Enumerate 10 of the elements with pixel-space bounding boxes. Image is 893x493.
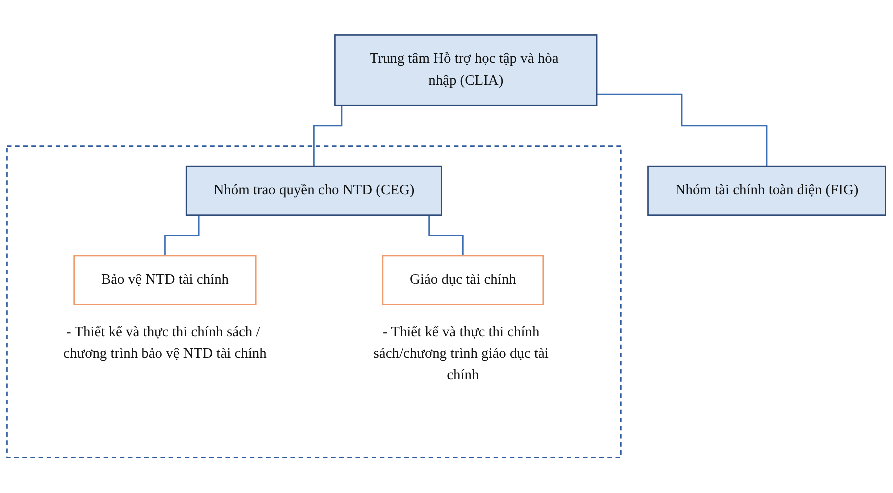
- cluster: [6, 146, 622, 458]
- node-label: - Thiết kế và thực thi chính sách/chương trình giáo dục tài chính: [374, 324, 549, 384]
- node-label: - Thiết kế và thực thi chính sách / chương trình bảo vệ NTD tài chính: [64, 324, 267, 362]
- node-box: [648, 166, 886, 216]
- connector: [597, 94, 768, 168]
- node-box: [186, 166, 442, 216]
- node-box: [334, 34, 598, 106]
- node-box: [382, 255, 544, 306]
- org-chart: Trung tâm Hỗ trợ học tập và hòa nhập (CLIA) Nhóm trao quyền cho NTD (CEG) Nhóm tài chính toàn diện (FIG) Bảo vệ NTD tài chính Giáo dục tài chính - Thiết kế và thực thi chính sách / chương trình bảo vệ NTD tài chính - Thiết kế và thực thi chính sách/chương trình giáo dục tài chính: [0, 28, 893, 465]
- node-box: [74, 255, 257, 306]
